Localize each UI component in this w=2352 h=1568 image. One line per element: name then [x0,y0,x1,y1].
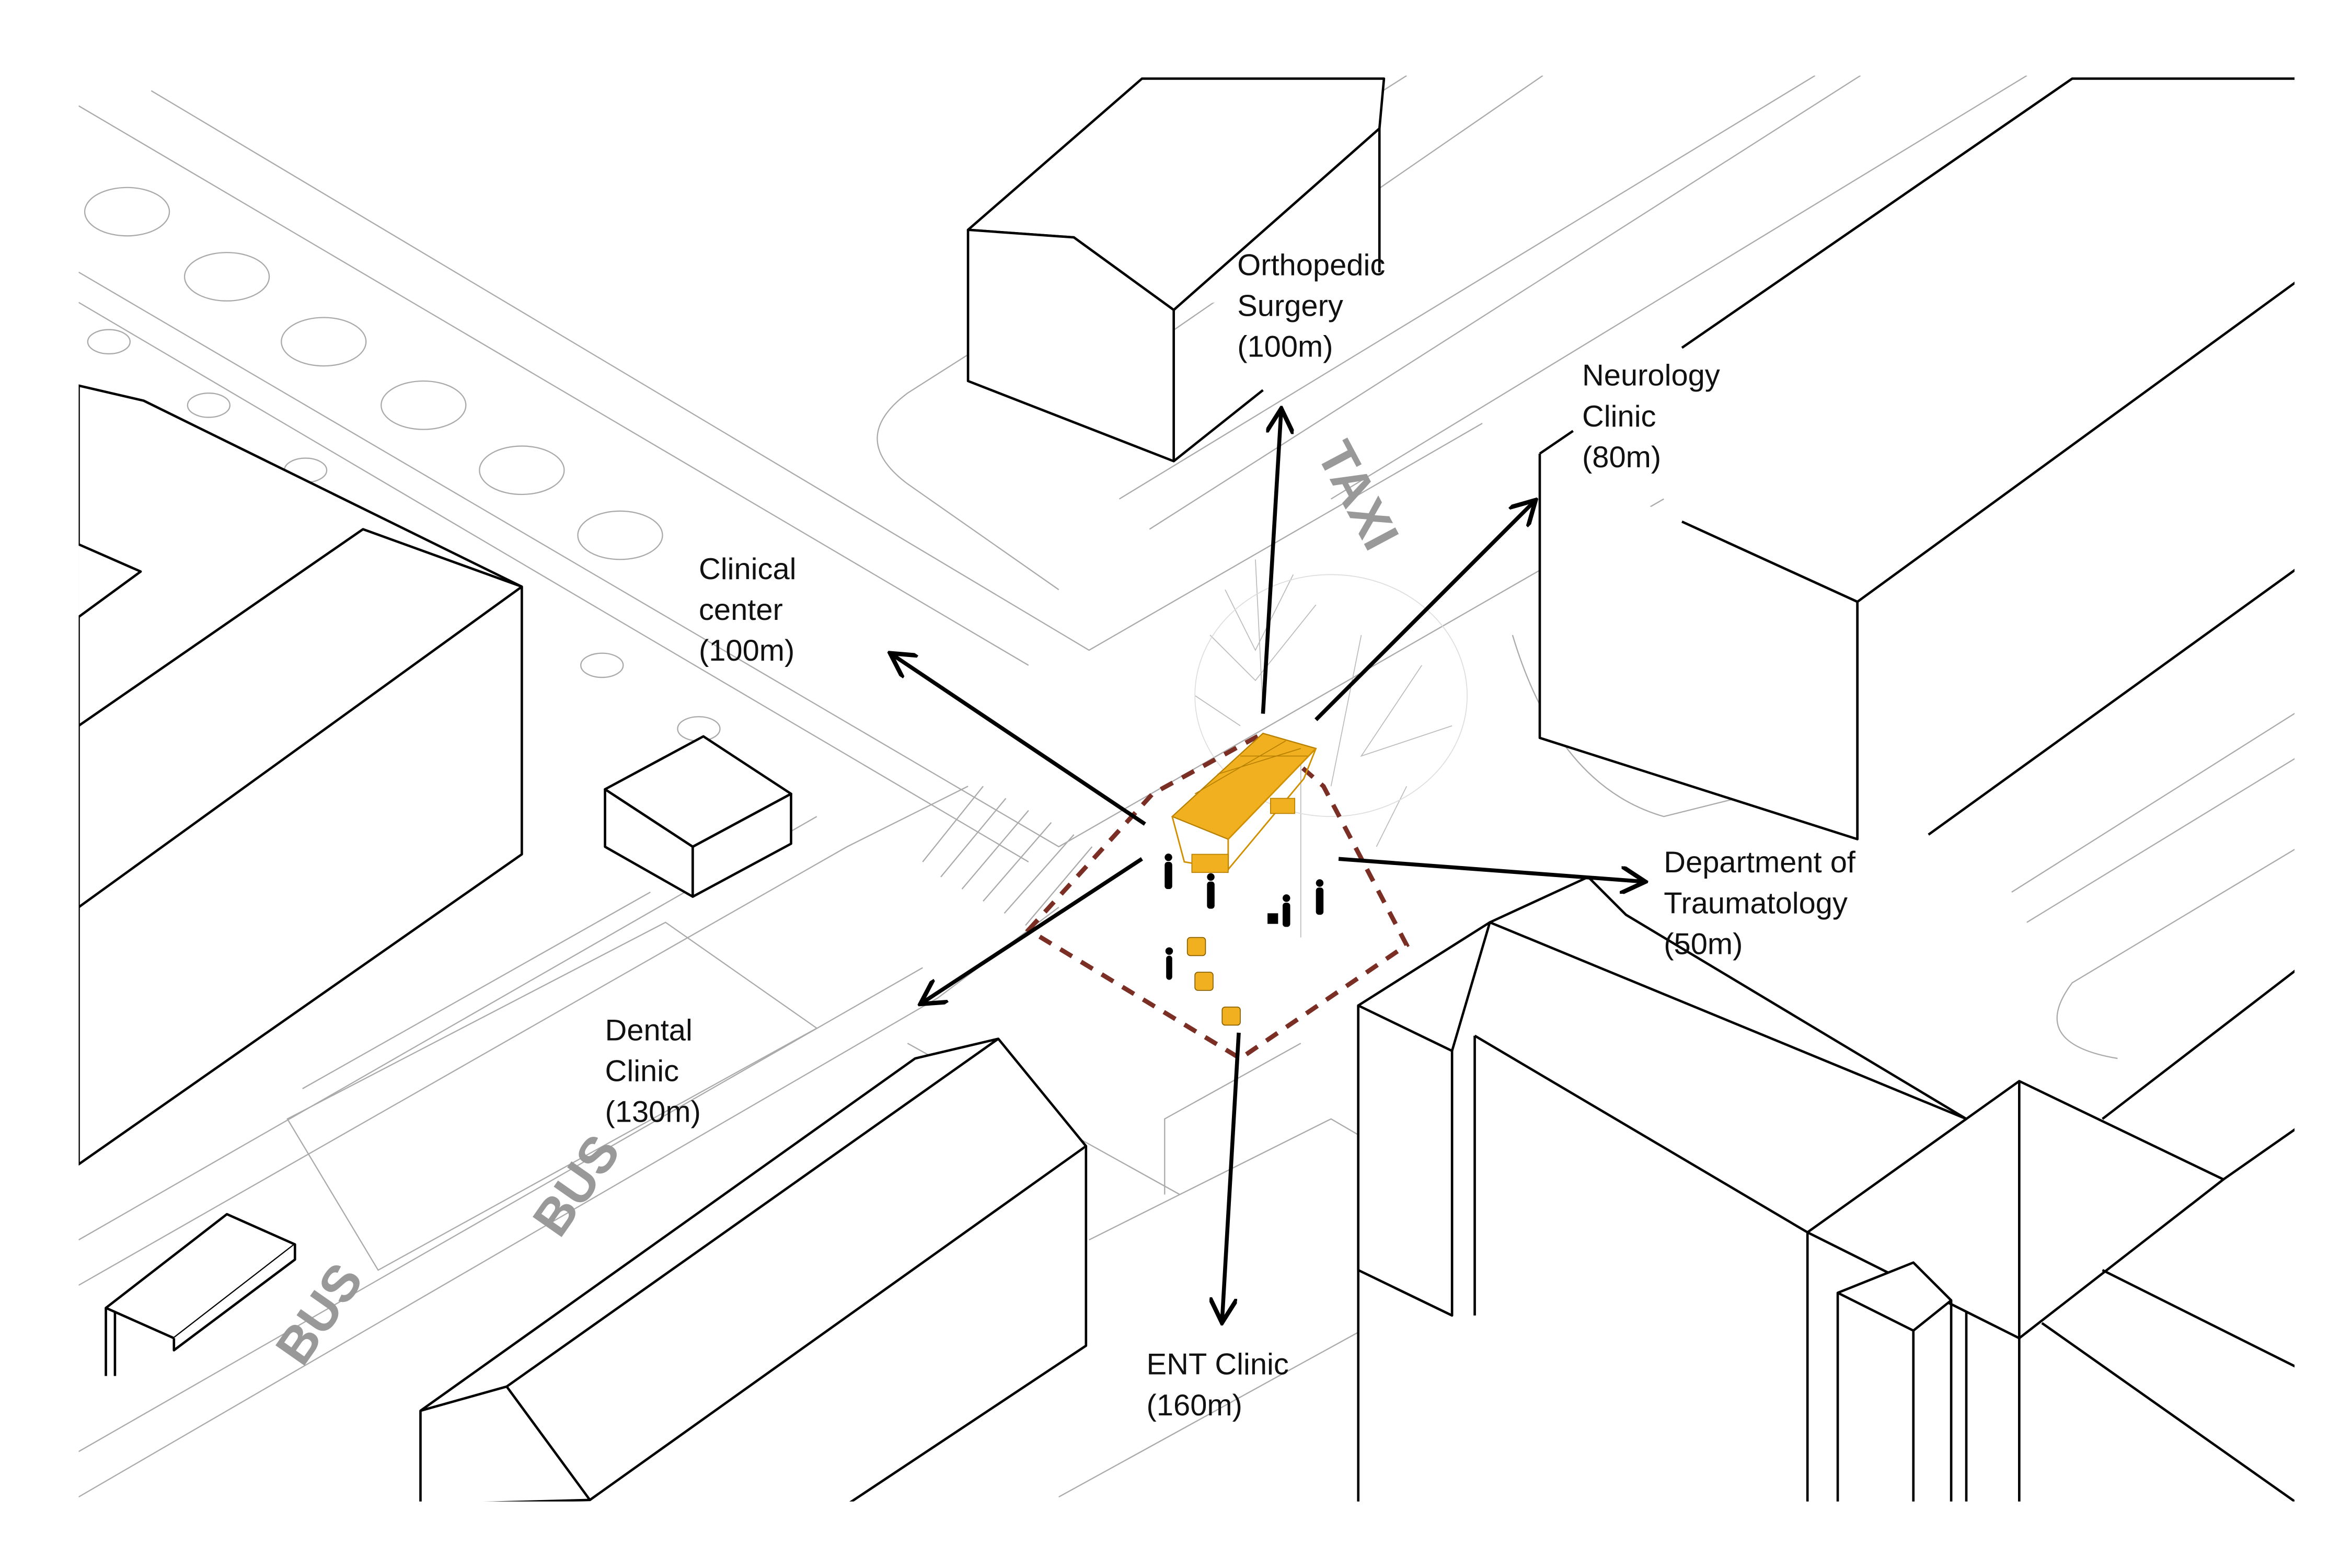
building-small-kiosk [604,735,792,898]
label-orthopedic-surgery: Orthopedic Surgery (100m) [1237,249,1393,364]
label-line: Clinical [699,552,797,586]
label-line: ENT Clinic [1147,1348,1289,1381]
label-line: Clinic [1582,400,1656,433]
site-boundary [1025,730,1410,1062]
label-distance: (80m) [1582,441,1661,474]
pavilion [1171,732,1317,873]
label-department-of-traumatology: Department of Traumatology (50m) [1664,846,1864,961]
label-ent-clinic: ENT Clinic (160m) [1147,1348,1297,1422]
label-line: center [699,593,783,627]
label-line: Traumatology [1664,886,1848,920]
label-distance: (130m) [605,1096,701,1129]
label-line: Orthopedic [1237,249,1385,282]
label-line: Surgery [1237,290,1343,323]
label-line: Dental [605,1013,693,1047]
arrow-traumatology [1338,857,1643,881]
trees-row [84,187,721,742]
building-clinical-center [78,384,523,1166]
road-marking-taxi: TAXI [1306,432,1410,559]
distance-arrows [892,411,1642,1320]
arrow-ent [1222,1032,1241,1320]
arrow-clinical-center [892,655,1146,826]
label-neurology-clinic: Neurology Clinic (80m) [1582,359,1728,474]
label-line: Clinic [605,1054,679,1088]
arrow-dental [923,857,1143,1002]
building-orthopedic [966,77,1386,463]
label-clinical-center: Clinical center (100m) [699,552,805,667]
tree-canopy [1194,559,1468,938]
planters [1186,937,1241,1026]
building-neurology [1538,77,2295,840]
label-distance: (100m) [699,634,794,667]
context-map: TAXI BUS BUS [78,75,2295,1502]
label-distance: (100m) [1237,330,1333,364]
bus-shelter [105,1213,296,1376]
label-line: Neurology [1582,359,1720,393]
label-dental-clinic: Dental Clinic (130m) [605,1013,701,1128]
arrow-orthopedic [1261,411,1281,714]
building-dental [419,1037,1088,1502]
arrow-neurology [1315,502,1534,721]
label-distance: (160m) [1147,1389,1242,1422]
label-distance: (50m) [1664,927,1743,961]
people-figures [1165,854,1324,980]
crosswalk [922,786,1093,926]
label-line: Department of [1664,846,1856,879]
building-traumatology [1357,875,2295,1502]
